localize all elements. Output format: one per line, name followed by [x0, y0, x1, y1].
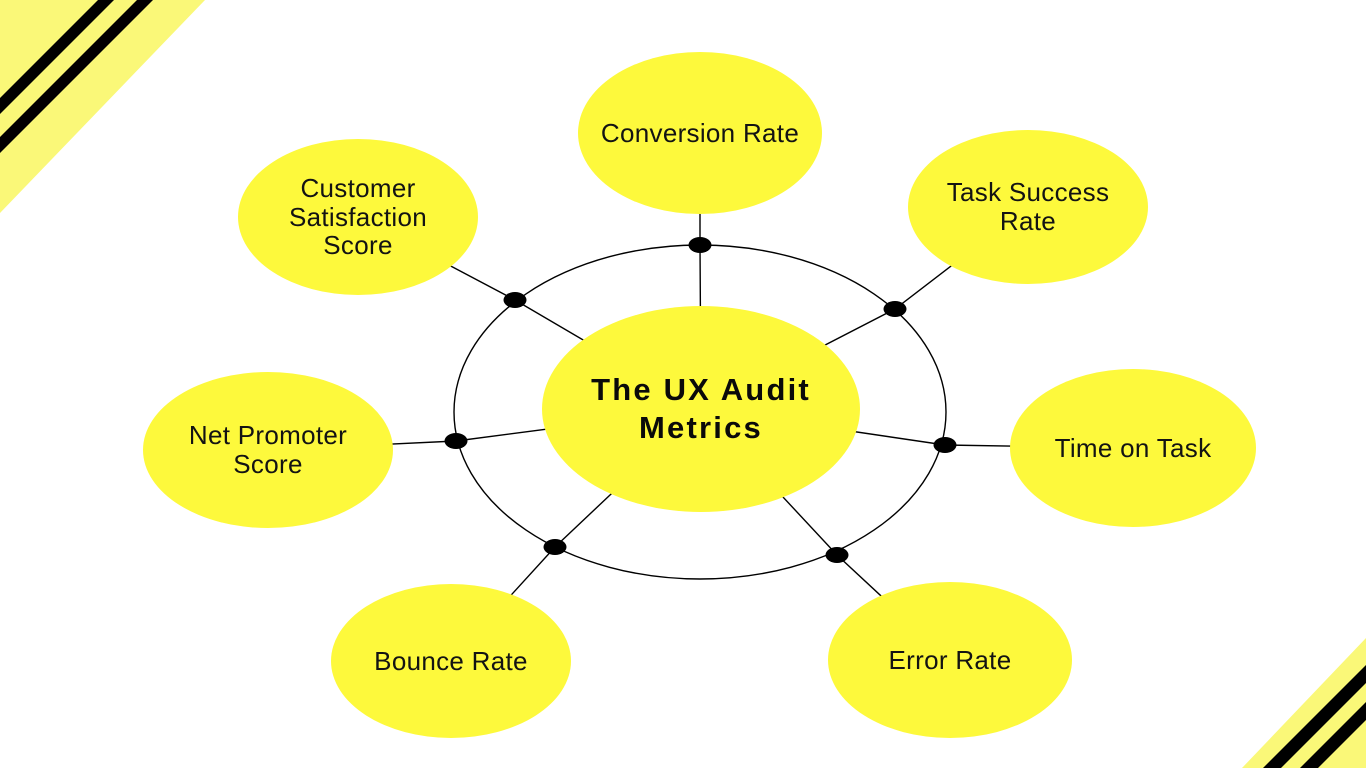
connector-dot-customer-satisfaction-score — [503, 292, 527, 308]
connector-dot-bounce-rate — [543, 539, 567, 555]
node-label: Bounce Rate — [374, 645, 528, 676]
node-label: Task Success Rate — [946, 177, 1110, 236]
node-net-promoter-score: Net Promoter Score — [143, 372, 393, 528]
corner-stripe — [0, 0, 153, 153]
node-hub: The UX Audit Metrics — [542, 306, 860, 512]
node-time-on-task: Time on Task — [1010, 369, 1256, 527]
hub-title: The UX Audit Metrics — [591, 372, 811, 445]
node-label: Time on Task — [1054, 432, 1212, 463]
connector-dot-conversion-rate — [688, 237, 712, 253]
node-label: Error Rate — [888, 644, 1012, 675]
connector-dot-time-on-task — [933, 437, 957, 453]
connector-dot-task-success-rate — [883, 301, 907, 317]
corner-triangle — [1242, 638, 1366, 768]
connector-dot-net-promoter-score — [444, 433, 468, 449]
node-task-success-rate: Task Success Rate — [908, 130, 1148, 284]
corner-stripe — [1263, 665, 1366, 768]
node-conversion-rate: Conversion Rate — [578, 52, 822, 214]
corner-decoration-bottom-right — [1242, 638, 1366, 768]
node-label: Conversion Rate — [600, 117, 800, 148]
connector-dot-error-rate — [825, 547, 849, 563]
corner-decoration-top-left — [0, 0, 205, 213]
node-label: Net Promoter Score — [188, 420, 348, 479]
node-bounce-rate: Bounce Rate — [331, 584, 571, 738]
corner-stripe — [0, 0, 114, 114]
corner-stripe — [1300, 702, 1366, 768]
node-error-rate: Error Rate — [828, 582, 1072, 738]
node-customer-satisfaction-score: Customer Satisfaction Score — [238, 139, 478, 295]
node-label: Customer Satisfaction Score — [288, 173, 427, 261]
